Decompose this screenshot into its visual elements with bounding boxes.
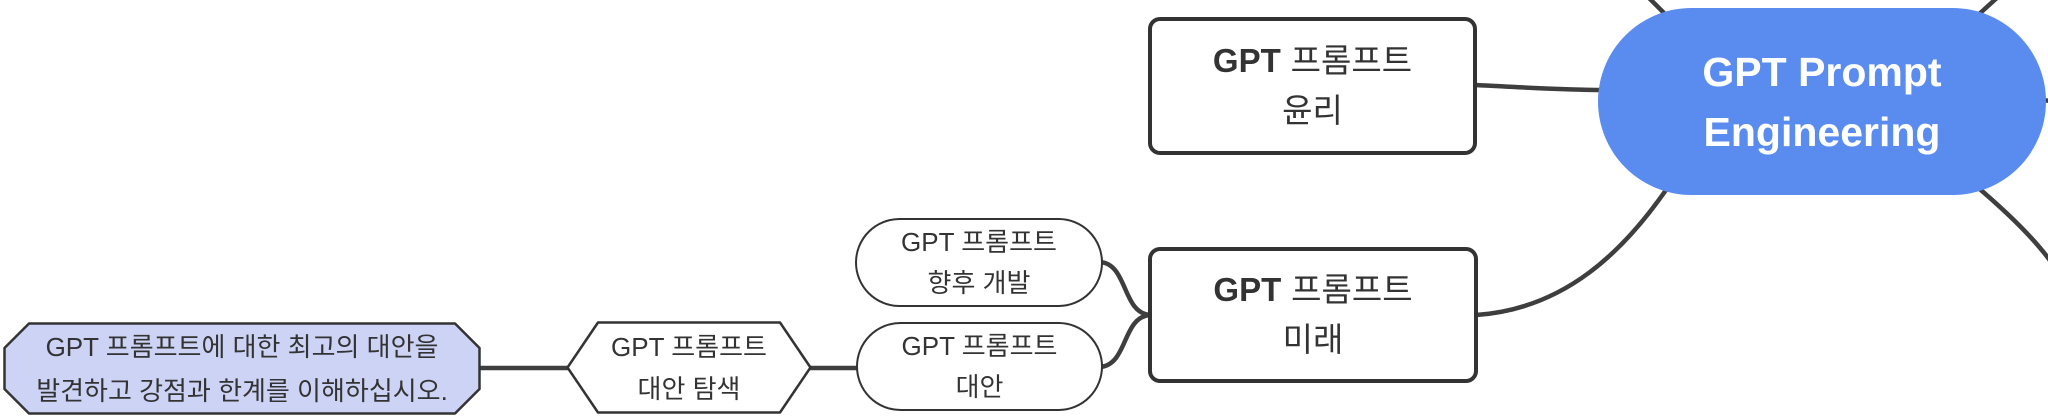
node-future-development[interactable]: GPT 프롬프트 향후 개발 — [855, 218, 1103, 307]
edge-futuredev-to-future — [1097, 259, 1153, 318]
future-line-1-bold: GPT — [1213, 271, 1282, 308]
ethics-line-2: 윤리 — [1282, 92, 1343, 129]
octagon-shape — [3, 322, 481, 415]
explore-text: GPT 프롬프트 대안 탐색 — [611, 326, 767, 410]
alternatives-line-1: GPT 프롬프트 — [901, 330, 1058, 361]
root-line-2: Engineering — [1703, 108, 1941, 155]
note-text: GPT 프롬프트에 대한 최고의 대안을 발견하고 강점과 한계를 이해하십시오… — [36, 325, 448, 413]
edge-ethics-to-root — [1471, 82, 1607, 93]
future-dev-line-1: GPT 프롬프트 — [901, 226, 1057, 257]
node-explore-alternatives[interactable]: GPT 프롬프트 대안 탐색 — [566, 321, 812, 414]
node-alternatives-note[interactable]: GPT 프롬프트에 대한 최고의 대안을 발견하고 강점과 한계를 이해하십시오… — [3, 322, 481, 415]
root-line-1: GPT Prompt — [1702, 48, 1942, 95]
ethics-line-1-rest: 프롬프트 — [1290, 42, 1413, 79]
alternatives-line-2: 대안 — [955, 371, 1004, 402]
root-text: GPT Prompt Engineering — [1702, 42, 1941, 162]
future-dev-text: GPT 프롬프트 향후 개발 — [901, 222, 1057, 304]
alternatives-text: GPT 프롬프트 대안 — [902, 326, 1058, 408]
hexagon-shape — [566, 321, 812, 414]
ethics-line-1-bold: GPT — [1212, 42, 1281, 79]
node-root[interactable]: GPT Prompt Engineering — [1598, 8, 2046, 195]
edge-future-to-root — [1473, 187, 1669, 318]
future-dev-line-2: 향후 개발 — [927, 267, 1031, 298]
future-line-1-rest: 프롬프트 — [1291, 271, 1413, 308]
future-line-2: 미래 — [1282, 321, 1344, 358]
explore-line-2: 대안 탐색 — [637, 373, 741, 404]
note-line-2: 발견하고 강점과 한계를 이해하십시오. — [36, 375, 448, 406]
note-line-1: GPT 프롬프트에 대한 최고의 대안을 — [45, 331, 439, 362]
node-prompt-alternatives[interactable]: GPT 프롬프트 대안 — [856, 322, 1103, 411]
explore-line-1: GPT 프롬프트 — [611, 331, 767, 362]
edge-root-offscreen-bottom-right — [1972, 182, 2048, 262]
edge-alternatives-to-future — [1097, 312, 1153, 370]
